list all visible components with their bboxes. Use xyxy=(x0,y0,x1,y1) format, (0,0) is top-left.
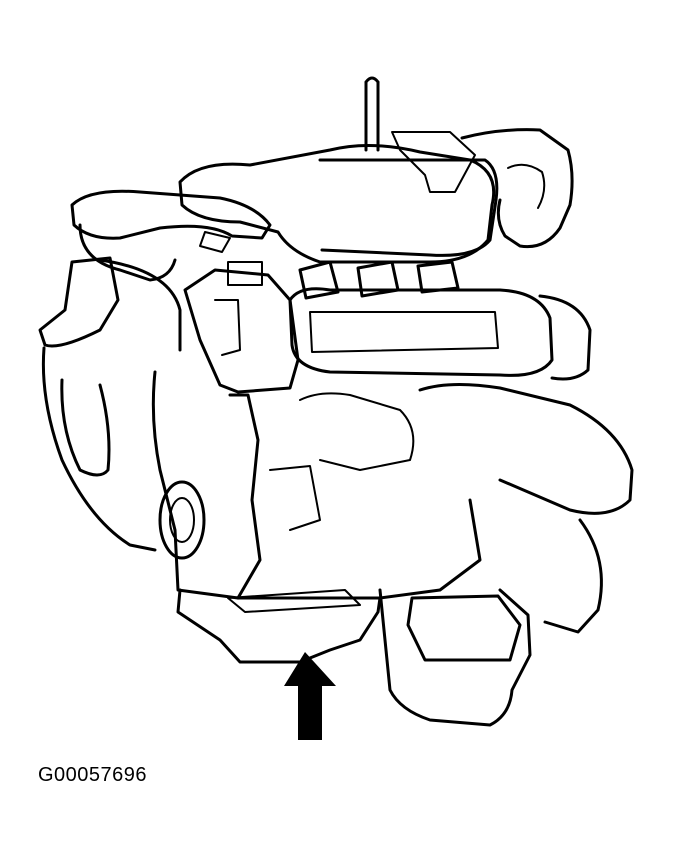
engine-block xyxy=(151,370,482,600)
transmission xyxy=(378,588,532,727)
figure-id-label: G00057696 xyxy=(38,764,148,786)
crank-pulley xyxy=(158,480,206,560)
cooling-fan xyxy=(38,256,182,552)
exhaust-pipe xyxy=(418,382,634,634)
arrow-up-icon xyxy=(284,652,336,740)
air-duct-left xyxy=(70,189,272,282)
valve-cover xyxy=(288,287,592,381)
intake-plenum xyxy=(178,131,499,264)
exhaust-manifold-right xyxy=(460,128,574,249)
dipstick-tube xyxy=(364,76,380,152)
timing-cover xyxy=(183,268,300,394)
intake-runners xyxy=(199,231,460,300)
oil-pan xyxy=(176,588,382,664)
